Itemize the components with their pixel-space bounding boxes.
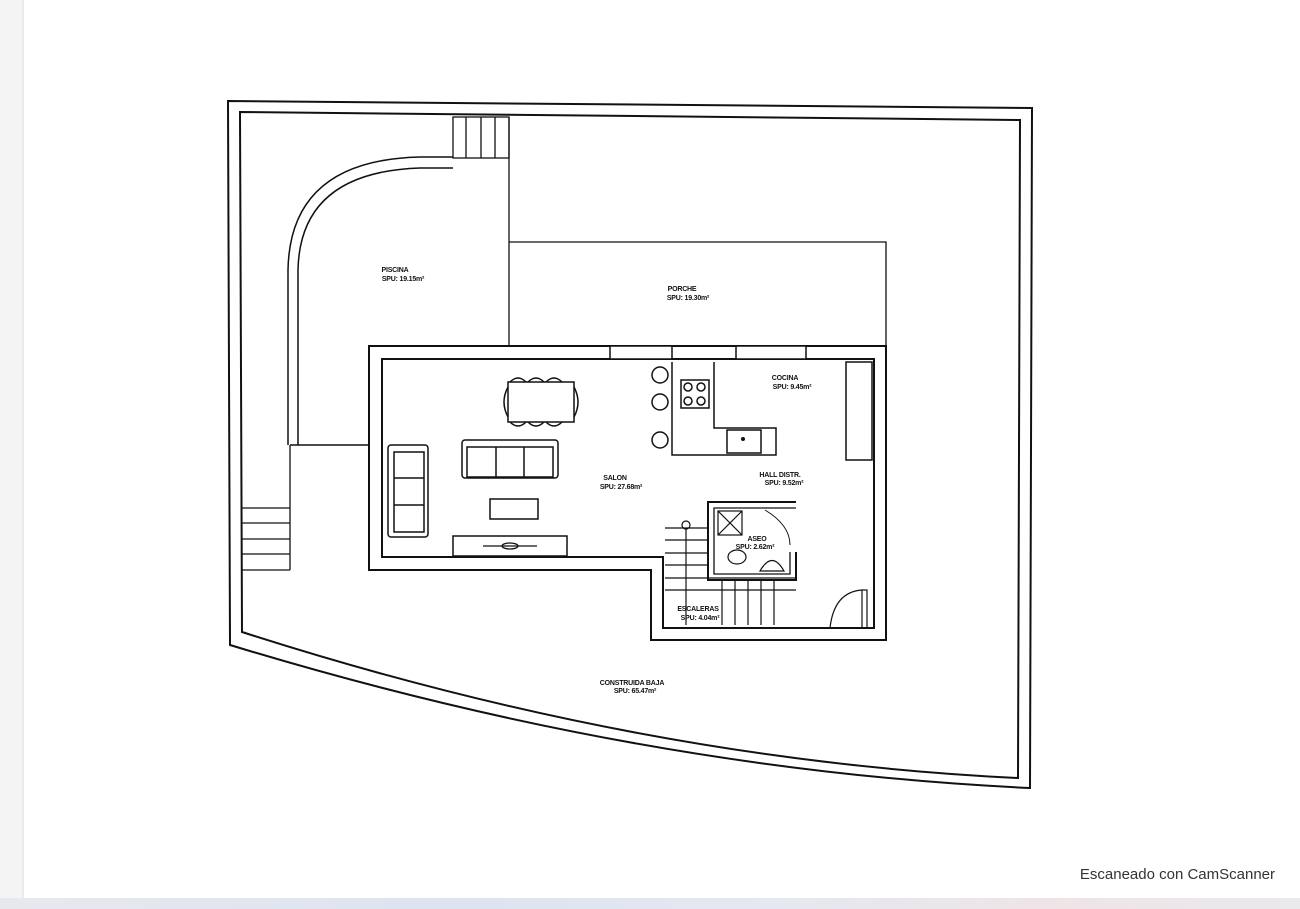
room-name-escaleras: ESCALERAS	[677, 606, 719, 613]
dining-table	[503, 377, 579, 427]
porch-outline	[509, 241, 887, 346]
plot-boundary-inner	[238, 110, 1022, 780]
bottom-bar	[0, 898, 1300, 909]
pool-wall-inner	[297, 167, 453, 445]
room-area-escaleras: SPU: 4.04m²	[681, 615, 721, 622]
left-steps	[242, 445, 291, 571]
room-name-piscina: PISCINA	[382, 267, 409, 274]
tv-unit	[452, 535, 568, 557]
room-labels: PISCINA SPU: 19.15m² PORCHE SPU: 19.30m²…	[382, 267, 813, 695]
plot-boundary-outer	[226, 99, 1034, 790]
bathroom	[707, 501, 797, 581]
room-name-porche: PORCHE	[668, 286, 697, 293]
entrance-door	[829, 589, 868, 629]
top-steps	[452, 116, 510, 345]
camscanner-watermark: Escaneado con CamScanner	[1079, 866, 1275, 883]
coffee-table	[489, 498, 539, 520]
room-area-aseo: SPU: 2.62m²	[736, 544, 776, 551]
room-name-salon: SALON	[603, 475, 627, 482]
sofa	[461, 439, 559, 479]
room-name-construida: CONSTRUIDA BAJA	[600, 680, 665, 687]
house-wall-outer	[368, 345, 887, 641]
house-wall-inner	[381, 358, 875, 629]
room-area-hall: SPU: 9.52m²	[765, 480, 805, 487]
room-area-cocina: SPU: 9.45m²	[773, 384, 813, 391]
room-name-cocina: COCINA	[772, 375, 799, 382]
room-area-salon: SPU: 27.68m²	[600, 484, 643, 491]
pool-wall	[287, 156, 453, 445]
room-area-porche: SPU: 19.30m²	[667, 295, 710, 302]
room-area-piscina: SPU: 19.15m²	[382, 276, 425, 283]
stairs	[665, 520, 796, 625]
room-name-aseo: ASEO	[747, 536, 767, 543]
side-sofa	[387, 444, 429, 538]
kitchen	[651, 361, 873, 461]
room-name-hall: HALL DISTR.	[759, 472, 800, 479]
room-area-construida: SPU: 65.47m²	[614, 688, 657, 695]
